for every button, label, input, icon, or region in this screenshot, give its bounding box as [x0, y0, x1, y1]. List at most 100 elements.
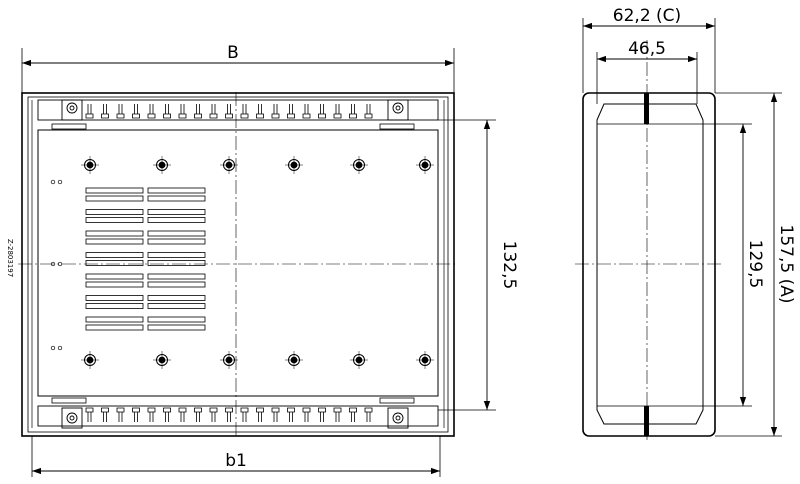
dimension-b1 — [31, 436, 441, 477]
mount-slot — [379, 397, 415, 404]
mounting-boss — [285, 156, 303, 174]
rail-tooth — [101, 104, 109, 119]
rail-tooth — [287, 104, 295, 119]
vent-slot — [85, 230, 144, 237]
mounting-boss — [153, 351, 171, 369]
vent-slot — [147, 295, 206, 301]
rail-tooth — [318, 407, 326, 422]
vent-grille — [85, 187, 206, 331]
vent-slot — [85, 252, 144, 258]
vent-slot — [147, 209, 206, 215]
rail-tooth — [147, 407, 156, 422]
mounting-boss — [220, 156, 238, 174]
rail-tooth — [271, 407, 280, 422]
vent-slot — [85, 273, 144, 280]
indicator-dots — [50, 179, 63, 351]
vent-slot — [85, 324, 144, 331]
dimension-132-5 — [438, 119, 496, 411]
rail-tooth — [349, 104, 357, 119]
mount-slot — [379, 123, 415, 130]
vent-slot — [85, 217, 144, 223]
rail-tooth — [178, 104, 187, 119]
rail-tooth — [256, 104, 264, 119]
dim-label-62-2: 62,2 (C) — [613, 6, 681, 26]
rail-tooth — [116, 407, 125, 422]
mounting-boss — [285, 351, 303, 369]
side-inner-profile — [596, 103, 704, 425]
corner-screw — [387, 407, 409, 429]
rail-tooth — [147, 104, 156, 119]
dim-label-46-5: 46,5 — [628, 39, 666, 59]
rail-tooth — [240, 104, 249, 119]
rail-tooth — [333, 104, 342, 119]
mounting-boss — [153, 156, 171, 174]
vent-slot — [147, 324, 206, 331]
mounting-boss — [416, 156, 434, 174]
rail-tooth — [225, 407, 233, 422]
mounting-boss — [220, 351, 238, 369]
rail-tooth — [209, 104, 218, 119]
rail-tooth — [101, 407, 109, 422]
vent-slot — [147, 273, 206, 280]
vent-slot — [147, 195, 206, 202]
mounting-boss — [81, 156, 99, 174]
corner-screw — [387, 99, 409, 121]
dim-label-157-5: 157,5 (A) — [776, 225, 796, 304]
rail-tooth — [178, 407, 187, 422]
drawing-id: Z-2803197 — [6, 239, 14, 277]
vent-slot — [85, 260, 144, 266]
side-view — [575, 40, 722, 440]
dim-label-129-5: 129,5 — [745, 240, 765, 289]
vent-slot — [147, 260, 206, 266]
top-rail — [37, 99, 439, 121]
mounting-boss — [350, 156, 368, 174]
rail-tooth — [194, 104, 202, 119]
vent-slot — [147, 238, 206, 245]
vent-slot — [85, 303, 144, 309]
side-outline — [582, 92, 716, 437]
rail-tooth — [163, 104, 171, 119]
dim-label-b1: b1 — [225, 451, 247, 471]
rail-tooth — [163, 407, 171, 422]
rail-tooth — [194, 407, 202, 422]
vent-slot — [85, 209, 144, 215]
rail-tooth — [116, 104, 125, 119]
parting-seam-top — [644, 93, 649, 124]
vent-slot — [147, 252, 206, 258]
parting-seam-bottom — [644, 406, 649, 436]
vent-slot — [147, 230, 206, 237]
mounting-boss — [350, 351, 368, 369]
rail-tooth — [349, 407, 357, 422]
rail-teeth-top — [85, 104, 373, 119]
dim-label-b: B — [227, 43, 239, 63]
corner-screw — [61, 99, 83, 121]
rail-tooth — [287, 407, 295, 422]
mount-slot — [51, 123, 87, 130]
rail-tooth — [318, 104, 326, 119]
rail-tooth — [364, 104, 373, 119]
corner-screw — [61, 407, 83, 429]
rail-tooth — [271, 104, 280, 119]
rail-tooth — [302, 104, 311, 119]
rail-tooth — [85, 104, 94, 119]
mounting-boss — [416, 351, 434, 369]
rail-tooth — [364, 407, 373, 422]
rail-tooth — [240, 407, 249, 422]
vent-slot — [147, 281, 206, 288]
vent-slot — [85, 295, 144, 301]
front-view — [18, 48, 458, 438]
vent-slot — [85, 195, 144, 202]
housing-outline — [21, 92, 455, 437]
vent-slot — [147, 187, 206, 194]
rail-tooth — [132, 104, 140, 119]
mount-slot — [51, 397, 87, 404]
vent-slot — [85, 281, 144, 288]
inner-panel — [37, 129, 439, 397]
vent-slot — [85, 316, 144, 323]
rail-tooth — [132, 407, 140, 422]
vent-slot — [147, 316, 206, 323]
rail-tooth — [85, 407, 94, 422]
rail-tooth — [225, 104, 233, 119]
mounting-bosses — [81, 156, 434, 369]
